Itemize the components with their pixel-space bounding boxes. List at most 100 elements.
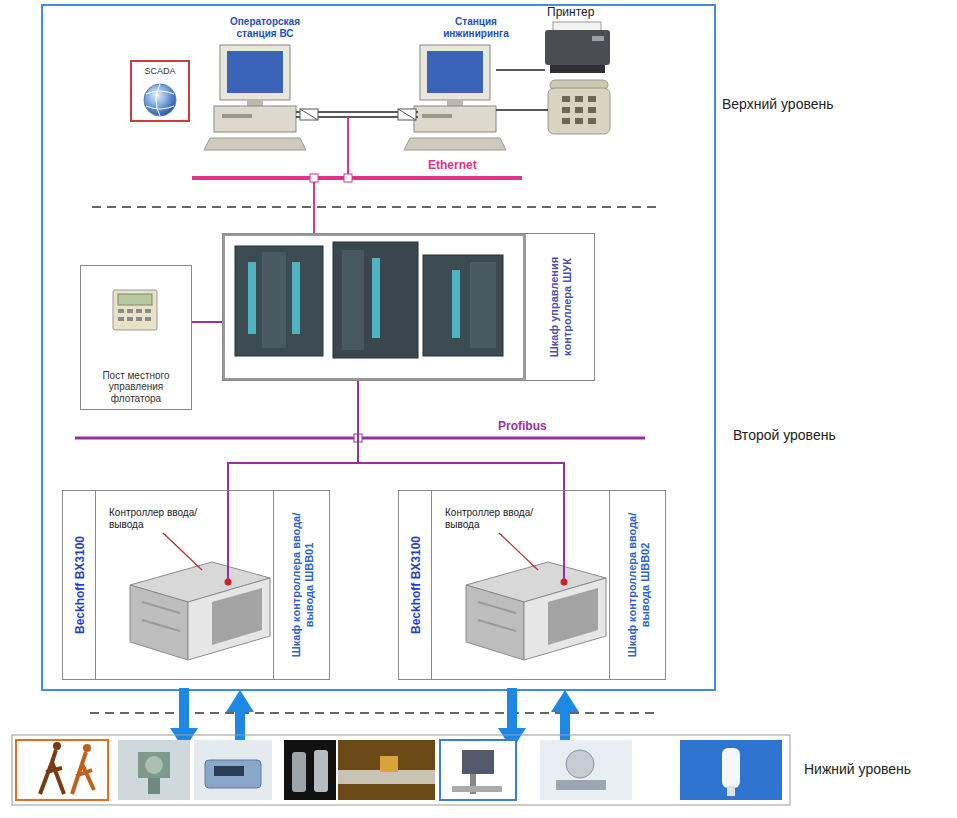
panel-screen bbox=[118, 294, 152, 305]
phone-key bbox=[588, 107, 596, 113]
io-controller-icon bbox=[466, 562, 606, 660]
level-label: Нижний уровень bbox=[804, 761, 911, 777]
plc-strip bbox=[248, 262, 256, 334]
arrow-shaft bbox=[507, 688, 517, 730]
panel-key bbox=[136, 309, 142, 313]
phone-keys bbox=[562, 96, 596, 124]
cabinet-column: Шкаф контроллера ввода/вывода ШВВ01 bbox=[273, 491, 331, 679]
device-shape bbox=[138, 752, 170, 778]
phone-key bbox=[588, 96, 596, 102]
panel-key bbox=[136, 317, 142, 321]
cabinet-column: Шкаф контроллера ввода/вывода ШВВ02 bbox=[609, 491, 667, 679]
device-label: Принтер bbox=[547, 5, 594, 19]
phone-body bbox=[548, 88, 610, 134]
controller-drop bbox=[227, 490, 229, 580]
station-label: Операторская станция ВС bbox=[222, 16, 308, 39]
scada-globe bbox=[144, 84, 176, 116]
leader-line bbox=[499, 533, 538, 570]
rotated-text-holder: Beckhoff BX3100 bbox=[65, 496, 94, 674]
ethernet-drop bbox=[313, 182, 315, 233]
control-cabinet: Шкаф управления контроллера ШУК bbox=[222, 233, 595, 381]
device-thumb bbox=[118, 740, 190, 800]
component-label: Контроллер ввода/вывода bbox=[109, 507, 209, 530]
io-cabinet: Beckhoff BX3100 Контроллер ввода/вывода Шк… bbox=[398, 490, 666, 680]
figure-sketch bbox=[72, 752, 94, 794]
rotated-text-holder: Шкаф контроллера ввода/вывода ШВВ02 bbox=[612, 496, 666, 674]
bus-label: Ethernet bbox=[428, 158, 477, 172]
device-shape bbox=[314, 750, 328, 792]
device-shape bbox=[452, 786, 502, 792]
ethernet-drop bbox=[347, 117, 349, 174]
component-label: Контроллер ввода/вывода bbox=[445, 507, 545, 530]
plc-frame bbox=[224, 235, 525, 380]
rotated-text-holder: Шкаф контроллера ввода/вывода ШВВ01 bbox=[276, 496, 330, 674]
box-text: Пост местного управления флотатора bbox=[84, 370, 188, 405]
printer-body bbox=[545, 30, 610, 65]
figure-sketch bbox=[40, 750, 64, 794]
bus-connector bbox=[358, 381, 564, 490]
field-strip bbox=[12, 735, 790, 805]
io-controller-icon bbox=[130, 562, 270, 660]
plc-face bbox=[342, 250, 364, 350]
level-separator bbox=[90, 712, 660, 714]
link-connector bbox=[398, 109, 416, 120]
phone-key bbox=[575, 96, 583, 102]
ethernet-bus bbox=[192, 176, 522, 180]
level-separator bbox=[92, 206, 660, 208]
device-shape bbox=[380, 756, 398, 772]
phone-key bbox=[562, 107, 570, 113]
scada-box: SCADA bbox=[130, 60, 190, 122]
station-label: Станция инжиниринга bbox=[436, 16, 516, 39]
device-shape bbox=[462, 750, 494, 774]
link-connector bbox=[398, 109, 416, 120]
rotated-text-holder: Beckhoff BX3100 bbox=[401, 496, 430, 674]
arrow-head bbox=[226, 690, 254, 712]
cabinet-column: Beckhoff BX3100 bbox=[63, 491, 96, 679]
plc-module bbox=[423, 255, 503, 356]
bus-junction bbox=[310, 174, 318, 182]
panel-key bbox=[118, 309, 124, 313]
device-thumb bbox=[284, 740, 336, 800]
device-shape bbox=[148, 778, 160, 794]
phone-key bbox=[575, 118, 583, 124]
phone-cable bbox=[496, 109, 548, 111]
panel-key bbox=[118, 317, 124, 321]
leader-line bbox=[163, 533, 202, 570]
panel-icon bbox=[113, 290, 157, 330]
level-label: Верхний уровень bbox=[722, 96, 834, 112]
cabinet-column: Шкаф управления контроллера ШУК bbox=[526, 234, 596, 380]
local-panel-box: Пост местного управления флотатора bbox=[80, 265, 192, 410]
operator-station-icon bbox=[204, 45, 306, 150]
panel-key bbox=[127, 309, 133, 313]
bus-label: Profibus bbox=[498, 419, 547, 433]
box-text: SCADA bbox=[144, 66, 175, 76]
plc-strip bbox=[292, 262, 300, 334]
bus-junction bbox=[344, 174, 352, 182]
io-cabinet: Beckhoff BX3100 Контроллер ввода/вывода Шк… bbox=[62, 490, 330, 680]
printer-panel bbox=[592, 36, 604, 41]
rotated-caption: Beckhoff BX3100 bbox=[72, 536, 86, 634]
device-shape bbox=[566, 750, 594, 778]
plc-face bbox=[262, 252, 286, 348]
text-area: SCADA bbox=[132, 62, 188, 120]
device-thumb bbox=[338, 740, 435, 800]
plc-module bbox=[235, 246, 323, 356]
rotated-caption: Шкаф контроллера ввода/вывода ШВВ01 bbox=[289, 496, 315, 674]
rotated-caption: Шкаф контроллера ввода/вывода ШВВ02 bbox=[625, 496, 651, 674]
system-boundary bbox=[42, 5, 715, 690]
level-label: Второй уровень bbox=[733, 427, 836, 443]
device-shape bbox=[722, 748, 740, 788]
plc-module bbox=[333, 242, 418, 358]
arrow-head bbox=[551, 690, 579, 712]
device-shape bbox=[727, 786, 735, 796]
device-shape bbox=[292, 752, 306, 792]
figure-head bbox=[53, 742, 61, 750]
figure-head bbox=[83, 744, 91, 752]
panel-key bbox=[145, 309, 151, 313]
arrow-shaft bbox=[179, 688, 189, 730]
device-thumb bbox=[680, 740, 782, 800]
device-thumb bbox=[194, 740, 272, 800]
